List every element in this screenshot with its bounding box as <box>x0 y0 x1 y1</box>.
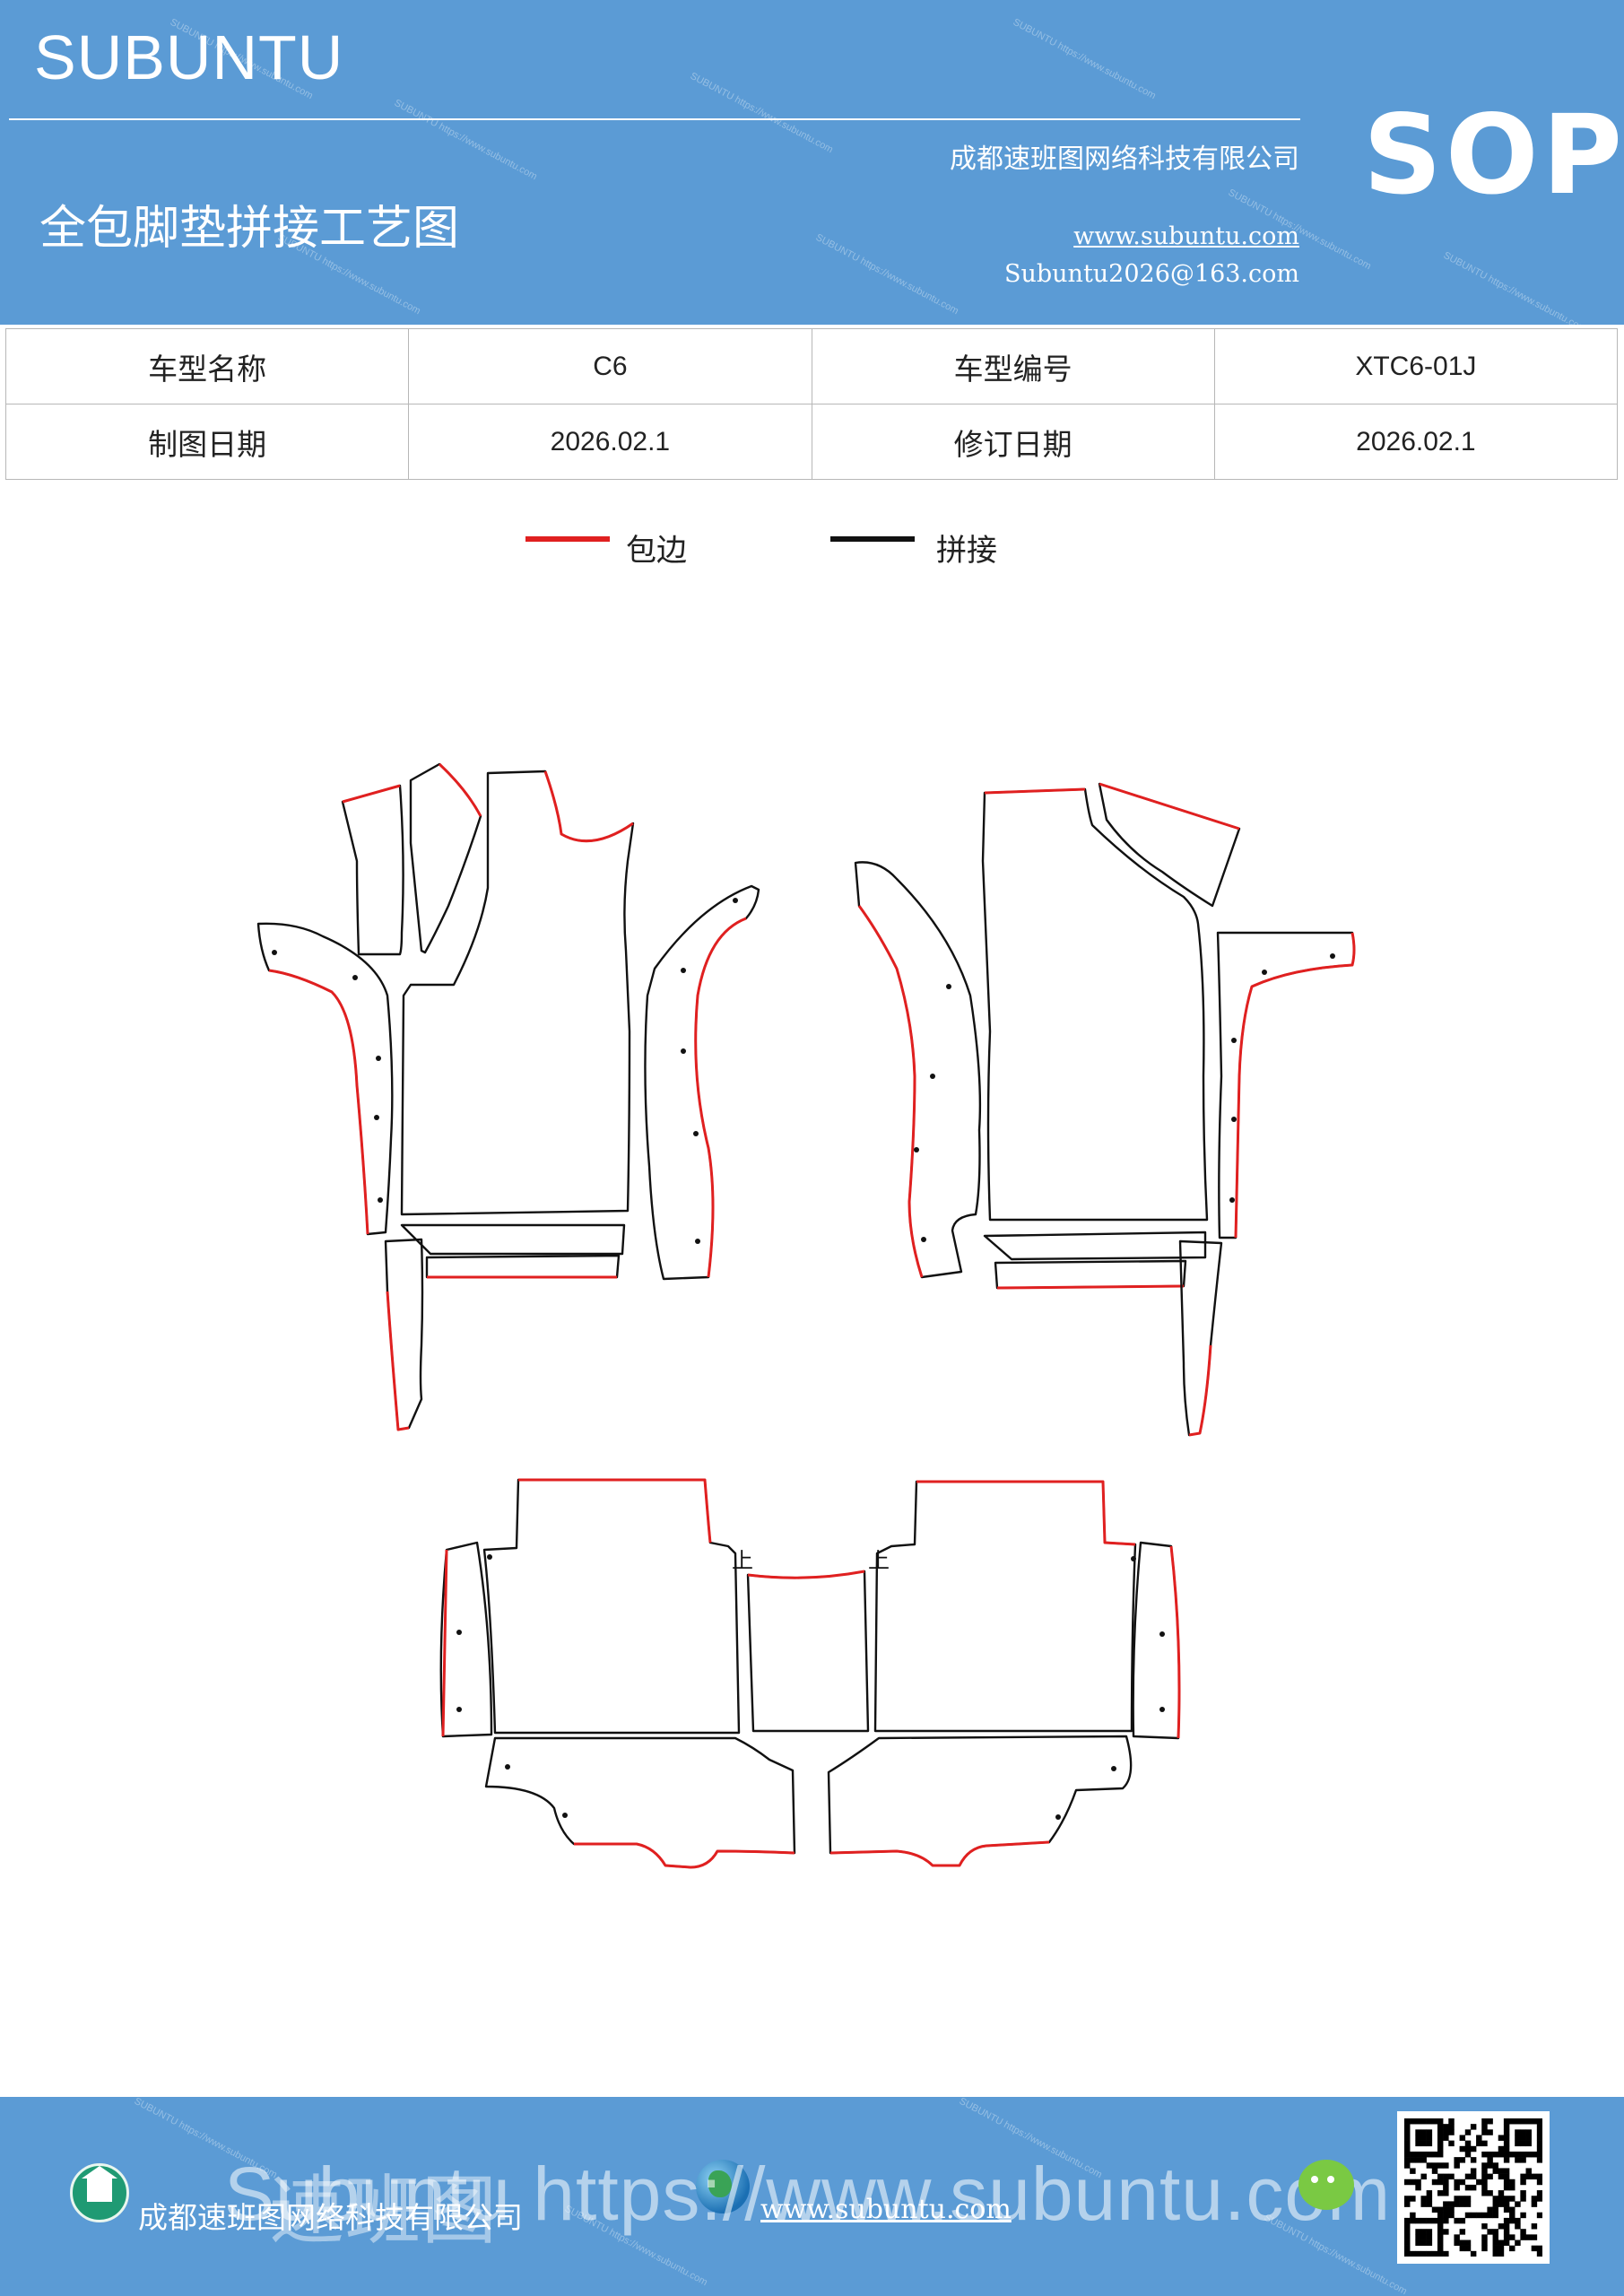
edge-segment <box>916 1480 1136 1546</box>
email-address: Subuntu2026@163.com <box>1004 260 1299 288</box>
footer-company-name: 成都速班图网络科技有限公司 <box>138 2200 523 2235</box>
edge-segment <box>518 1478 712 1544</box>
qr-code-image <box>1397 2111 1550 2264</box>
edge-segment <box>747 1570 865 1579</box>
edge-segment <box>441 1549 448 1737</box>
splice-legend-label: 拼接 <box>936 533 997 569</box>
rear-mat-group: 上 上 <box>439 1478 1181 1869</box>
footer-watermark-overlay: Subuntu https://www.subuntu.com <box>224 2151 1391 2238</box>
mat-panel <box>746 1570 870 1733</box>
edge-segment <box>1169 1545 1181 1739</box>
mat-panel <box>994 1259 1187 1290</box>
mat-panel <box>482 1478 741 1735</box>
header-divider <box>9 118 1300 120</box>
mat-panel <box>981 787 1209 1222</box>
revise-date-label: 修订日期 <box>811 404 1215 480</box>
edge-segment <box>829 1840 1050 1867</box>
watermark: SUBUNTU https://www.subuntu.com <box>392 97 539 183</box>
edge-segment <box>342 784 401 804</box>
globe-icon <box>696 2160 750 2213</box>
brand-logo-text: SUBUNTU <box>34 22 344 92</box>
mat-panel <box>484 1736 796 1869</box>
mat-panel <box>256 922 394 1236</box>
front-right-mat-group <box>854 782 1356 1437</box>
draw-date-value: 2026.02.1 <box>408 404 812 480</box>
overlay-brand: Subuntu https://www.subuntu.com <box>224 2152 1392 2236</box>
front-left-mat-group <box>256 762 760 1431</box>
website-link[interactable]: www.subuntu.com <box>1073 222 1299 250</box>
mat-panel <box>854 861 982 1279</box>
edge-segment <box>857 905 924 1278</box>
mat-panel <box>400 770 635 1216</box>
revise-date-value: 2026.02.1 <box>1213 404 1619 480</box>
edge-segment <box>996 1284 1185 1290</box>
edge-segment <box>1188 1344 1212 1437</box>
company-name: 成都速班图网络科技有限公司 <box>950 144 1299 175</box>
mat-panel <box>983 1231 1207 1261</box>
vehicle-info-table: 车型名称 C6 车型编号 XTC6-01J 制图日期 2026.02.1 修订日… <box>4 328 1619 480</box>
splice-legend-swatch <box>830 536 915 542</box>
mat-panel <box>425 1254 621 1279</box>
header-banner: SUBUNTU https://www.subuntu.com SUBUNTU … <box>0 0 1624 325</box>
edge-legend-label: 包边 <box>626 533 687 569</box>
model-name-value: C6 <box>408 328 812 404</box>
mat-panel <box>1178 1239 1223 1437</box>
edge-legend-swatch <box>525 536 610 542</box>
draw-date-label: 制图日期 <box>4 404 410 480</box>
edge-segment <box>694 917 747 1278</box>
mat-panel <box>439 1541 493 1738</box>
mat-panel <box>873 1480 1137 1733</box>
footer-watermark-cn: 速班图 <box>269 2169 499 2253</box>
footer-website-link[interactable]: www.subuntu.com <box>760 2194 1012 2225</box>
mat-panel <box>341 784 404 956</box>
mat-panel <box>400 1223 626 1256</box>
table-row: 制图日期 2026.02.1 修订日期 2026.02.1 <box>4 404 1619 480</box>
edge-segment <box>984 787 1086 795</box>
watermark: SUBUNTU https://www.subuntu.com <box>1011 16 1158 102</box>
model-code-value: XTC6-01J <box>1213 328 1619 404</box>
mat-panel <box>1098 782 1241 908</box>
orientation-marker-left: 上 <box>732 1548 753 1573</box>
edge-segment <box>386 1291 410 1431</box>
orientation-marker-right: 上 <box>868 1548 890 1573</box>
edge-segment <box>268 969 369 1235</box>
qr-code-icon <box>1404 2118 1543 2257</box>
footer-banner: SUBUNTU https://www.subuntu.com SUBUNTU … <box>0 2097 1624 2296</box>
model-name-label: 车型名称 <box>4 328 410 404</box>
table-row: 车型名称 C6 车型编号 XTC6-01J <box>4 328 1619 404</box>
wechat-icon <box>1298 2160 1354 2210</box>
edge-segment <box>1099 782 1240 831</box>
edge-segment <box>543 770 634 843</box>
mat-panel <box>1132 1541 1181 1740</box>
watermark: SUBUNTU https://www.subuntu.com <box>688 70 835 156</box>
edge-segment <box>574 1842 795 1869</box>
home-icon <box>70 2163 129 2222</box>
mat-panel <box>409 762 482 954</box>
sop-badge: SOP <box>1363 91 1624 219</box>
mat-panel <box>644 884 760 1281</box>
model-code-label: 车型编号 <box>811 328 1215 404</box>
floor-mat-diagram: 上 上 <box>256 762 1356 1869</box>
edge-segment <box>1234 932 1356 1239</box>
watermark: SUBUNTU https://www.subuntu.com <box>813 231 960 317</box>
page-title: 全包脚垫拼接工艺图 <box>39 202 460 256</box>
edge-segment <box>438 762 482 817</box>
watermark: SUBUNTU https://www.subuntu.com <box>1441 249 1588 325</box>
